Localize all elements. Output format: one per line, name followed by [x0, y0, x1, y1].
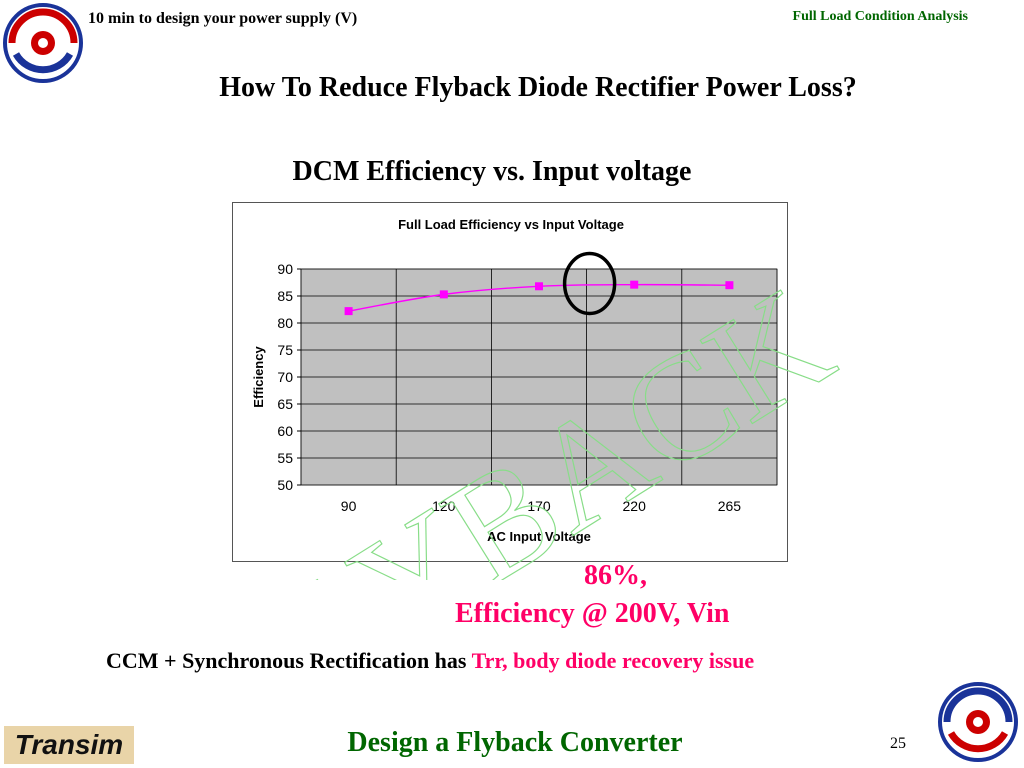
x-tick-label: 120 — [432, 498, 456, 514]
transim-logo: Transim — [4, 726, 134, 764]
x-tick-label: 265 — [718, 498, 742, 514]
y-tick-label: 50 — [277, 477, 293, 493]
y-tick-label: 55 — [277, 450, 293, 466]
y-tick-label: 60 — [277, 423, 293, 439]
annotation-caption: Efficiency @ 200V, Vin — [455, 598, 730, 629]
y-axis-label: Efficiency — [251, 346, 266, 408]
data-point — [630, 280, 639, 289]
y-tick-label: 90 — [277, 261, 293, 277]
footer-title: Design a Flyback Converter — [347, 727, 683, 758]
annotation-value: 86%, — [584, 560, 647, 591]
flyback-watermark-layer: FLYBACK — [188, 255, 858, 580]
data-point — [535, 282, 543, 291]
y-tick-label: 65 — [277, 396, 293, 412]
x-tick-label: 90 — [341, 498, 357, 514]
slide-title: How To Reduce Flyback Diode Rectifier Po… — [219, 72, 857, 103]
header-title: 10 min to design your power supply (V) — [88, 10, 358, 27]
y-tick-label: 80 — [277, 315, 293, 331]
x-axis-label: AC Input Voltage — [487, 529, 591, 544]
slide-subtitle: DCM Efficiency vs. Input voltage — [292, 156, 692, 187]
data-point — [344, 307, 353, 316]
x-tick-label: 170 — [527, 498, 551, 514]
header-section: Full Load Condition Analysis — [792, 9, 968, 24]
transim-logo-text: Transim — [14, 729, 124, 760]
champion-logo-bottom — [938, 682, 1018, 762]
chart-frame: Full Load Efficiency vs Input Voltage 50 5… — [232, 202, 788, 562]
y-tick-label: 75 — [277, 342, 293, 358]
chart-title: Full Load Efficiency vs Input Voltage — [398, 217, 624, 232]
flyback-watermark: FLYBACK — [189, 256, 858, 580]
x-tick-label: 220 — [623, 498, 647, 514]
efficiency-chart: Full Load Efficiency vs Input Voltage 50 5… — [251, 217, 778, 544]
y-tick-label: 70 — [277, 369, 293, 385]
highlight-circle — [562, 251, 617, 316]
page-number: 25 — [890, 735, 906, 752]
y-tick-label: 85 — [277, 288, 293, 304]
data-point — [439, 290, 448, 299]
ccm-note: CCM + Synchronous Rectification has Trr,… — [106, 648, 754, 674]
champion-logo-top — [3, 3, 83, 83]
data-point — [725, 281, 734, 290]
ccm-note-text: CCM + Synchronous Rectification has — [106, 648, 472, 673]
ccm-note-highlight: Trr, body diode recovery issue — [471, 648, 755, 673]
